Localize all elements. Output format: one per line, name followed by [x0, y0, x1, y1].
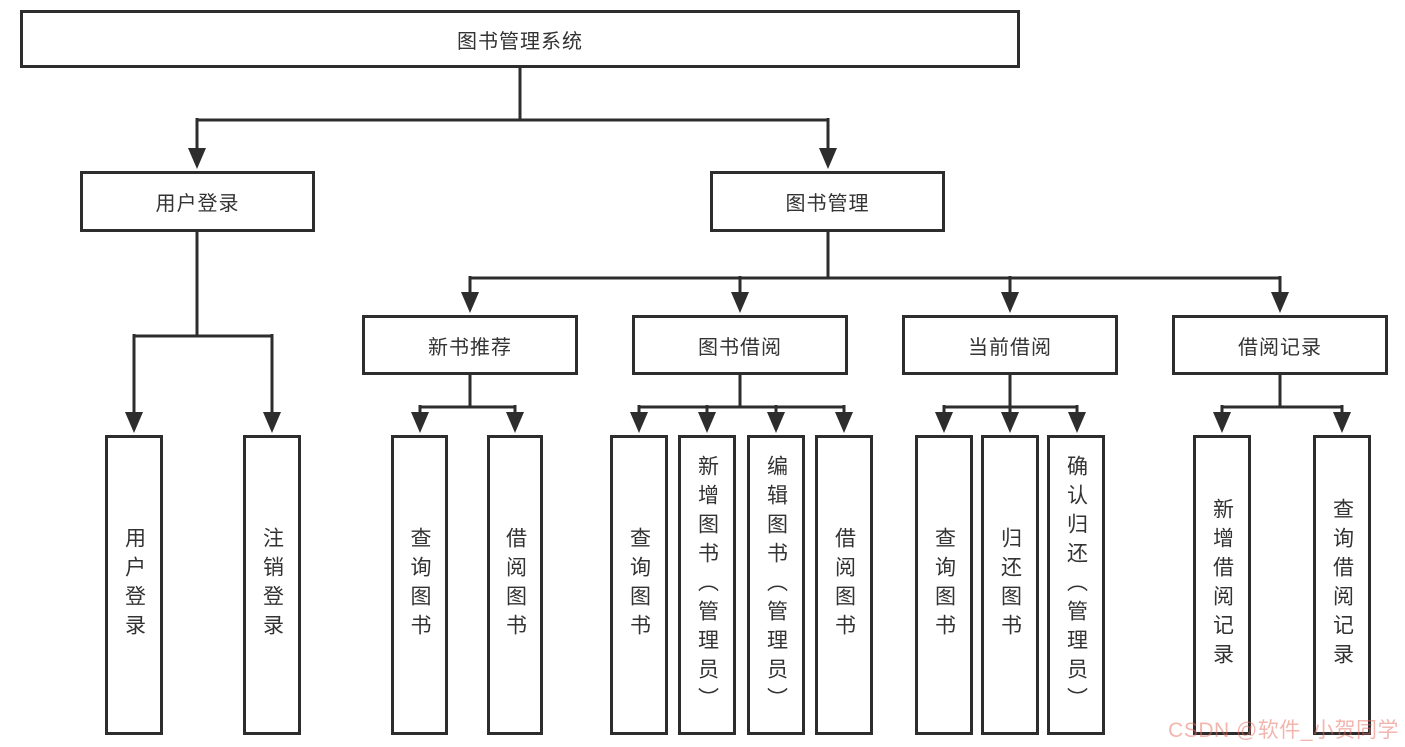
- leaf-current-return-books: 归还图书: [981, 435, 1039, 735]
- leaf-recommend-query-books: 查询图书: [391, 435, 448, 735]
- leaf-borrow-borrow-books: 借阅图书: [815, 435, 873, 735]
- node-book-borrow-label: 图书借阅: [698, 336, 782, 359]
- leaf-borrow-edit-books-admin-label: 编辑图书（管理员）: [764, 454, 788, 716]
- node-current-borrow: 当前借阅: [902, 315, 1118, 375]
- node-current-borrow-label: 当前借阅: [968, 336, 1052, 359]
- node-borrow-record-label: 借阅记录: [1238, 336, 1322, 359]
- connector-bookmgmt-to-level3: [461, 232, 1289, 313]
- connector-borrow-to-leaves: [630, 375, 853, 433]
- leaf-recommend-query-books-label: 查询图书: [408, 527, 431, 643]
- leaf-user-login-label: 用户登录: [122, 527, 146, 643]
- leaf-current-query-books: 查询图书: [915, 435, 973, 735]
- connector-current-to-leaves: [935, 375, 1086, 433]
- leaf-borrow-query-books: 查询图书: [610, 435, 668, 735]
- leaf-borrow-add-books-admin: 新增图书（管理员）: [678, 435, 736, 735]
- leaf-current-return-books-label: 归还图书: [998, 527, 1022, 643]
- node-root-label: 图书管理系统: [457, 30, 583, 53]
- leaf-borrow-edit-books-admin: 编辑图书（管理员）: [747, 435, 805, 735]
- node-book-borrow: 图书借阅: [632, 315, 848, 375]
- leaf-recommend-borrow-books: 借阅图书: [487, 435, 543, 735]
- node-book-management: 图书管理: [710, 171, 945, 232]
- leaf-borrow-query-books-label: 查询图书: [627, 527, 651, 643]
- leaf-recommend-borrow-books-label: 借阅图书: [503, 527, 527, 643]
- connector-root-to-level2: [188, 68, 837, 169]
- leaf-user-login: 用户登录: [105, 435, 163, 735]
- node-user-login-label: 用户登录: [155, 193, 240, 215]
- leaf-current-query-books-label: 查询图书: [932, 527, 956, 643]
- leaf-current-confirm-return-admin: 确认归还（管理员）: [1047, 435, 1105, 735]
- leaf-record-query-borrow-record-label: 查询借阅记录: [1330, 498, 1354, 672]
- leaf-current-confirm-return-admin-label: 确认归还（管理员）: [1064, 454, 1088, 716]
- leaf-record-add-borrow-record: 新增借阅记录: [1193, 435, 1251, 735]
- leaf-logout: 注销登录: [243, 435, 301, 735]
- node-book-management-label: 图书管理: [785, 193, 870, 215]
- node-user-login: 用户登录: [80, 171, 315, 232]
- connector-recommend-to-leaves: [411, 375, 524, 433]
- connector-record-to-leaves: [1213, 375, 1351, 433]
- node-new-book-recommend-label: 新书推荐: [428, 336, 512, 359]
- node-borrow-record: 借阅记录: [1172, 315, 1388, 375]
- leaf-record-query-borrow-record: 查询借阅记录: [1313, 435, 1371, 735]
- csdn-watermark: CSDN @软件_小贺同学: [1168, 719, 1399, 742]
- node-new-book-recommend: 新书推荐: [362, 315, 578, 375]
- leaf-borrow-add-books-admin-label: 新增图书（管理员）: [695, 454, 719, 716]
- leaf-borrow-borrow-books-label: 借阅图书: [832, 527, 856, 643]
- connector-userlogin-to-leaves: [125, 232, 281, 433]
- leaf-record-add-borrow-record-label: 新增借阅记录: [1210, 498, 1234, 672]
- leaf-logout-label: 注销登录: [260, 527, 284, 643]
- node-root-system: 图书管理系统: [20, 10, 1020, 68]
